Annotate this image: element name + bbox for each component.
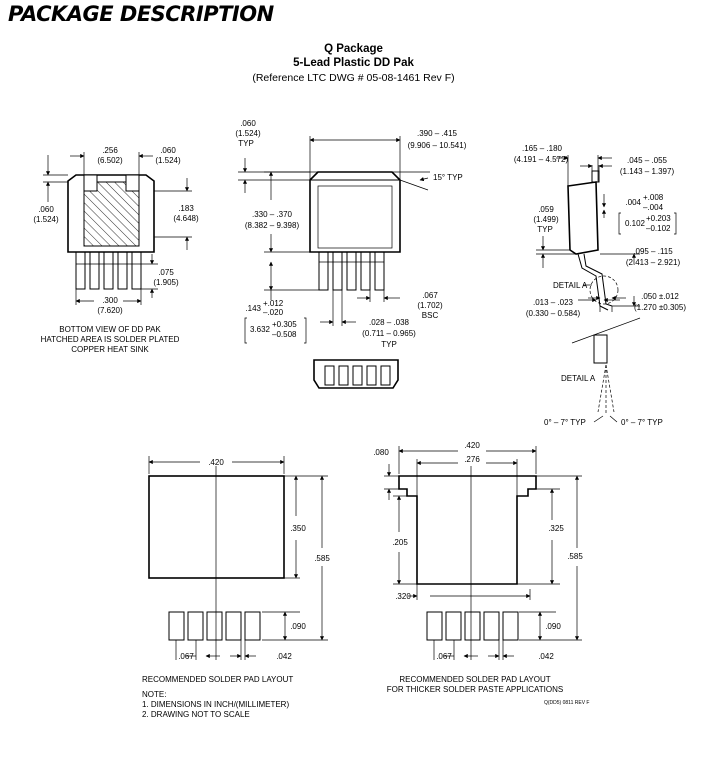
dim-fv-height: .330 – .370 — [252, 210, 293, 219]
dim-fv-angle: 15° TYP — [433, 173, 463, 182]
dim-sv-tab-thk-mm-minus: –0.102 — [646, 224, 671, 233]
front-view: .060 (1.524) TYP .390 – .415 (9.906 – 10… — [235, 119, 467, 389]
pad-layout-2-caption: RECOMMENDED SOLDER PAD LAYOUT FOR THICKE… — [386, 675, 564, 694]
dim-sv-foot-h: .095 – .115 — [633, 247, 673, 256]
dim-fv-pitch-note: BSC — [422, 311, 439, 320]
dim-p1-total-h: .585 — [314, 554, 330, 563]
dim-p2-inner-w: .276 — [464, 455, 480, 464]
dim-fv-tab-t-note: TYP — [238, 139, 254, 148]
detail-angle-right: 0° – 7° TYP — [621, 418, 663, 427]
dim-fv-lead-h-minus: –.020 — [263, 308, 284, 317]
bottom-view: .256 (6.502) .060 (1.524) .060 (1.524) .… — [33, 146, 199, 315]
dim-bv-top-w-mm: (6.502) — [97, 156, 123, 165]
dim-p2-inner-w2: .320 — [395, 592, 411, 601]
dim-bv-lead-span-mm: (7.620) — [97, 306, 123, 315]
dim-p2-pitch: .067 — [436, 652, 452, 661]
notes-block: NOTE: 1. DIMENSIONS IN INCH/(MILLIMETER)… — [142, 690, 290, 719]
dim-p1-width: .420 — [208, 458, 224, 467]
dim-bv-lead-l: .075 — [158, 268, 174, 277]
dim-p1-lead-pad-h: .090 — [290, 622, 306, 631]
package-subtitle: 5-Lead Plastic DD Pak — [293, 57, 414, 69]
dim-sv-tab-thk-plus: +.008 — [643, 193, 664, 202]
side-view: .165 – .180 (4.191 – 4.572) .045 – .055 … — [514, 144, 686, 427]
dim-sv-foot-len-mm: (1.270 ±0.305) — [634, 303, 686, 312]
dim-fv-pitch: .067 — [422, 291, 438, 300]
dim-fv-lead-w-mm: (0.711 – 0.965) — [362, 329, 416, 338]
dim-sv-tab-thk-minus: –.004 — [643, 203, 664, 212]
dim-fv-lead-w-note: TYP — [381, 340, 397, 349]
dim-fv-lead-h-mm: 3.632 — [250, 325, 271, 334]
page-heading: PACKAGE DESCRIPTION — [8, 2, 274, 26]
detail-a-label: DETAIL A — [561, 374, 596, 383]
pad-layout-2: .420 .276 .080 .205 .320 .325 — [373, 441, 583, 661]
dim-p2-gap: .042 — [538, 652, 554, 661]
dim-p1-pad-h: .350 — [290, 524, 306, 533]
dim-sv-body-t-mm: (4.191 – 4.572) — [514, 155, 569, 164]
dim-sv-tab-w: .045 – .055 — [627, 156, 668, 165]
dim-bv-tab-h: .060 — [160, 146, 176, 155]
dim-p2-pad-h: .325 — [548, 524, 564, 533]
dim-sv-lead-off-mm: (1.499) — [533, 215, 559, 224]
dim-p2-inner-h: .205 — [392, 538, 408, 547]
dim-bv-left-h-mm: (1.524) — [33, 215, 59, 224]
dim-sv-lead-off: .059 — [538, 205, 554, 214]
dim-fv-tab-t-mm: (1.524) — [235, 129, 261, 138]
dim-bv-left-h: .060 — [38, 205, 54, 214]
dim-bv-mid-h: .183 — [178, 204, 194, 213]
dim-sv-body-t: .165 – .180 — [522, 144, 563, 153]
dim-fv-lead-h-mm-minus: –0.508 — [272, 330, 297, 339]
dim-sv-tab-thk-mm: 0.102 — [625, 219, 646, 228]
pad-layout-1: .420 .350 .585 .090 .067 .042 — [148, 456, 330, 661]
dim-p1-gap: .042 — [276, 652, 292, 661]
pad-layout-1-caption: RECOMMENDED SOLDER PAD LAYOUT — [142, 675, 294, 684]
dim-p1-pitch: .067 — [178, 652, 194, 661]
dim-fv-width-mm: (9.906 – 10.541) — [408, 141, 467, 150]
dim-sv-foot-h-mm: (2.413 – 2.921) — [626, 258, 681, 267]
dim-fv-lead-h-mm-plus: +0.305 — [272, 320, 297, 329]
part-code: Q(DD5) 0811 REV F — [544, 700, 590, 706]
package-reference: (Reference LTC DWG # 05-08-1461 Rev F) — [252, 72, 455, 84]
dim-fv-lead-h: .143 — [245, 304, 261, 313]
dim-p2-width: .420 — [464, 441, 480, 450]
dim-fv-width: .390 – .415 — [417, 129, 458, 138]
dim-bv-lead-span: .300 — [102, 296, 118, 305]
dim-sv-foot-len: .050 ±.012 — [641, 292, 679, 301]
dim-sv-lead-thk-mm: (0.330 – 0.584) — [526, 309, 581, 318]
dim-sv-lead-off-note: TYP — [537, 225, 553, 234]
dim-sv-lead-thk: .013 – .023 — [533, 298, 574, 307]
dim-bv-tab-h-mm: (1.524) — [155, 156, 181, 165]
dim-fv-lead-h-plus: +.012 — [263, 299, 284, 308]
package-name: Q Package — [324, 43, 383, 55]
dim-bv-mid-h-mm: (4.648) — [173, 214, 199, 223]
dim-fv-lead-w: .028 – .038 — [369, 318, 410, 327]
bottom-view-caption: BOTTOM VIEW OF DD PAK HATCHED AREA IS SO… — [40, 325, 180, 354]
dim-p2-total-h: .585 — [567, 552, 583, 561]
dim-p2-lead-pad-h: .090 — [545, 622, 561, 631]
sv-detail-label: DETAIL A — [553, 281, 588, 290]
dim-fv-tab-t: .060 — [240, 119, 256, 128]
dim-p2-notch: .080 — [373, 448, 389, 457]
dim-sv-tab-thk-mm-plus: +0.203 — [646, 214, 671, 223]
dim-sv-tab-thk: .004 — [625, 198, 641, 207]
dim-bv-top-w: .256 — [102, 146, 118, 155]
dim-bv-lead-l-mm: (1.905) — [153, 278, 179, 287]
dim-sv-tab-w-mm: (1.143 – 1.397) — [620, 167, 675, 176]
detail-angle-left: 0° – 7° TYP — [544, 418, 586, 427]
dim-fv-pitch-mm: (1.702) — [417, 301, 443, 310]
dim-fv-height-mm: (8.382 – 9.398) — [245, 221, 300, 230]
